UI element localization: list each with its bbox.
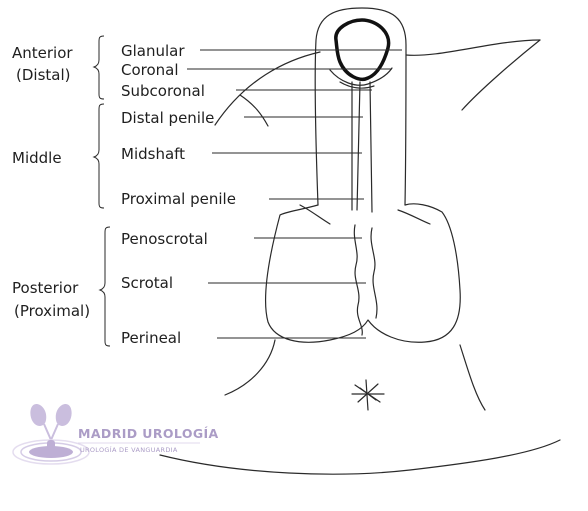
label-midshaft: Midshaft: [121, 145, 185, 163]
label-proximal-penile: Proximal penile: [121, 190, 236, 208]
group-middle-title: Middle: [12, 149, 62, 167]
anus-icon: [351, 379, 385, 411]
kidney-logo-icon: [12, 403, 90, 465]
penis-outline: [314, 7, 407, 206]
group-brackets: [92, 35, 111, 347]
group-posterior-title: Posterior(Proximal): [12, 279, 90, 320]
lower-body-curve: [159, 439, 561, 475]
scrotum-outline: [265, 203, 461, 343]
glans-outline: [334, 18, 391, 81]
label-glanular: Glanular: [121, 42, 185, 60]
scrotal-raphe: [353, 224, 363, 336]
group-anterior-title: Anterior(Distal): [12, 44, 73, 84]
bracket-posterior: [98, 226, 111, 347]
label-scrotal: Scrotal: [121, 274, 173, 292]
right-buttock-line: [459, 344, 486, 411]
bracket-anterior: [92, 35, 105, 100]
label-perineal: Perineal: [121, 329, 181, 347]
leader-lines: [187, 49, 402, 339]
bracket-middle: [92, 103, 105, 209]
anatomy-drawing: [159, 7, 561, 475]
left-buttock-line: [224, 339, 276, 396]
watermark-brand: MADRID UROLOGÍA: [78, 426, 219, 441]
watermark-tagline: UROLOGÍA DE VANGUARDIA: [80, 445, 178, 454]
label-subcoronal: Subcoronal: [121, 82, 205, 100]
label-coronal: Coronal: [121, 61, 179, 79]
label-distal-penile: Distal penile: [121, 109, 214, 127]
watermark-logo: MADRID UROLOGÍA UROLOGÍA DE VANGUARDIA: [12, 403, 219, 465]
label-penoscrotal: Penoscrotal: [121, 230, 208, 248]
abdomen-outline: [214, 51, 321, 126]
left-thigh-line: [239, 94, 269, 127]
